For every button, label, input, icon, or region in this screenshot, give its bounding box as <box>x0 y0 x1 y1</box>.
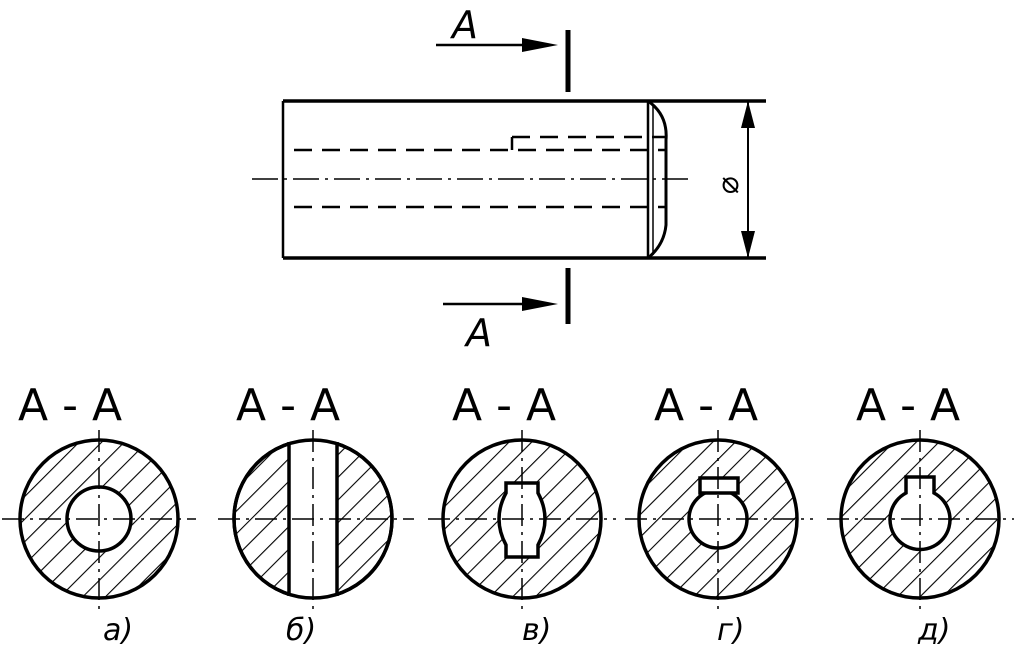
diameter-dimension: ⌀ <box>711 101 755 258</box>
section-mark-top: A <box>449 3 478 47</box>
section-mark-bottom: A <box>463 311 492 355</box>
section-title: A - A <box>452 380 556 431</box>
section-title: A - A <box>654 380 758 431</box>
section-title: A - A <box>18 380 122 431</box>
section-caption: д) <box>917 613 950 648</box>
section-arrow-bottom: A <box>443 268 571 355</box>
section-view-g: A - A г) <box>625 380 813 648</box>
shaft-view: A ⌀ <box>252 3 766 355</box>
section-view-d: A - A д) <box>827 380 1014 648</box>
shaft-outline <box>281 99 766 260</box>
section-title: A - A <box>856 380 960 431</box>
section-view-a: A - A а) <box>2 380 196 648</box>
diameter-symbol: ⌀ <box>711 177 746 195</box>
section-caption: б) <box>286 613 316 648</box>
section-caption: г) <box>717 613 744 648</box>
section-title: A - A <box>236 380 340 431</box>
section-view-c: A - A в) <box>428 380 616 648</box>
section-view-b: A - A б) <box>218 380 414 648</box>
section-arrow-top: A <box>436 3 571 92</box>
hidden-lines <box>294 135 666 209</box>
section-caption: в) <box>522 613 551 648</box>
section-caption: а) <box>103 613 133 648</box>
